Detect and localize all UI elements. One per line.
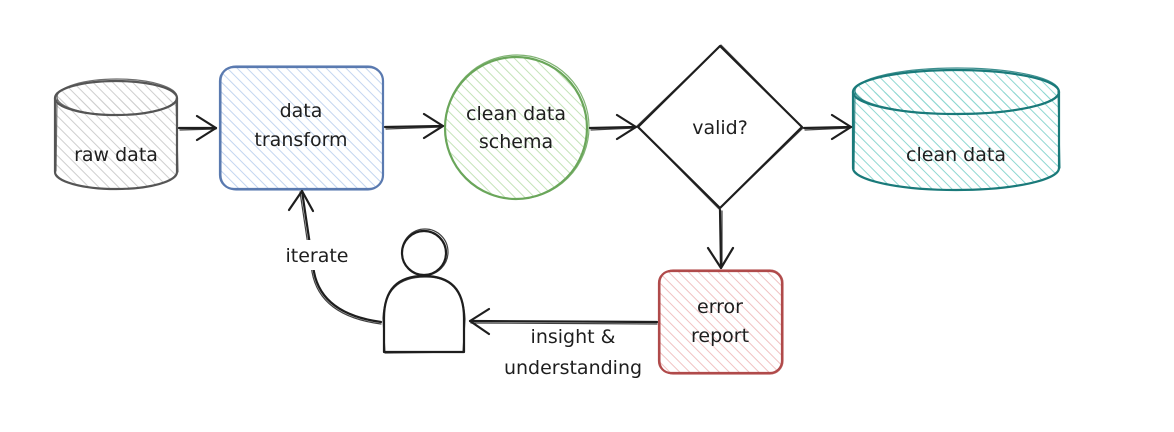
error-report-node: error report bbox=[657, 269, 784, 375]
arrow-person-to-transform bbox=[287, 189, 383, 325]
person-icon bbox=[382, 228, 466, 354]
error-report-label-line1: error bbox=[697, 296, 743, 318]
raw-data-label: raw data bbox=[74, 144, 158, 166]
arrow-valid-to-error-report bbox=[706, 208, 735, 270]
raw-data-node: raw data bbox=[53, 78, 179, 191]
clean-data-schema-label-line2: schema bbox=[479, 131, 553, 153]
iterate-label-bg bbox=[276, 240, 358, 270]
arrow-error-report-to-person bbox=[468, 307, 659, 336]
arrow-schema-to-valid bbox=[588, 113, 638, 141]
clean-data-node: clean data bbox=[851, 67, 1061, 192]
data-transform-label-line2: transform bbox=[254, 129, 347, 151]
error-report-label-line2: report bbox=[691, 325, 749, 347]
clean-data-label: clean data bbox=[906, 144, 1006, 166]
arrow-valid-to-clean-data bbox=[802, 113, 853, 141]
iterate-label: iterate bbox=[285, 245, 348, 267]
arrow-transform-to-schema bbox=[383, 112, 445, 140]
valid-decision-node: valid? bbox=[636, 44, 804, 210]
clean-data-schema-node: clean data schema bbox=[443, 54, 590, 201]
valid-label: valid? bbox=[692, 117, 748, 139]
clean-data-schema-label-line1: clean data bbox=[466, 103, 566, 125]
insight-label-line2: understanding bbox=[504, 357, 642, 379]
data-transform-label-line1: data bbox=[280, 100, 323, 122]
arrow-raw-to-transform bbox=[177, 114, 218, 142]
data-transform-node: data transform bbox=[218, 65, 385, 191]
insight-label-line1: insight & bbox=[531, 326, 616, 348]
